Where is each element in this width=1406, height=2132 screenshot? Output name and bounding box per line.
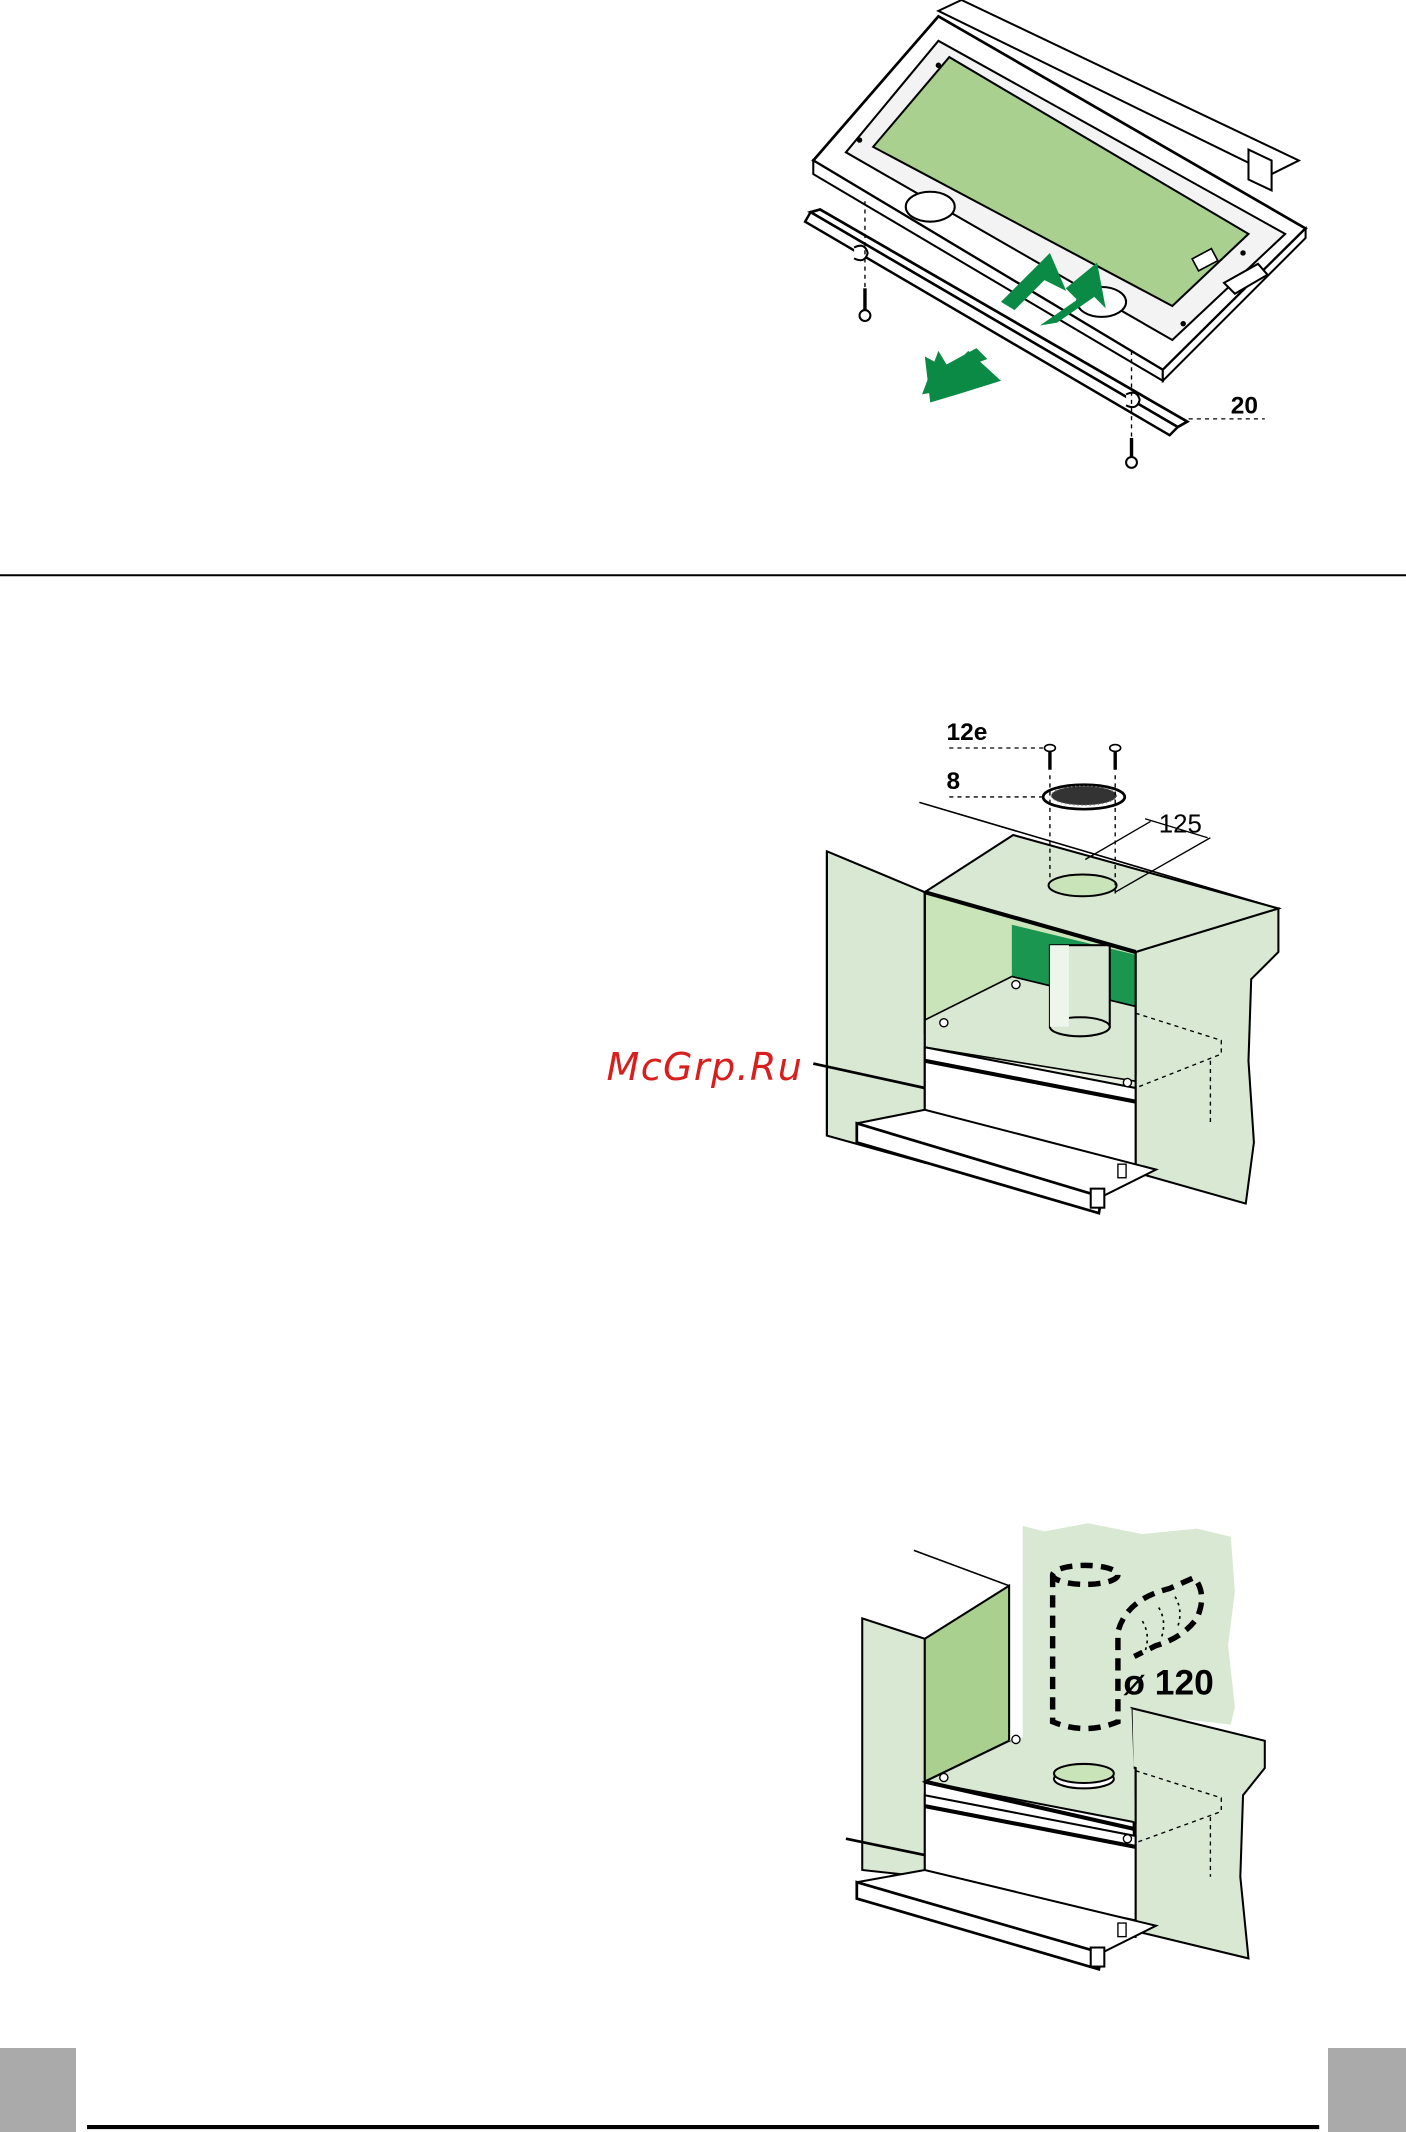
right-page-tab — [1328, 2048, 1406, 2132]
callout-20: 20 — [1231, 392, 1258, 419]
diameter-label: ø 120 — [1123, 1664, 1213, 1703]
dimension-125: 125 — [1159, 810, 1202, 838]
left-page-tab — [0, 2048, 76, 2132]
cabinet-duct-illustration — [813, 745, 1278, 1214]
cabinet-flex-duct-illustration — [846, 1523, 1265, 1969]
callout-8: 8 — [947, 768, 961, 795]
watermark-text: McGrp.Ru — [607, 1045, 804, 1089]
callout-12e: 12e — [947, 719, 988, 746]
